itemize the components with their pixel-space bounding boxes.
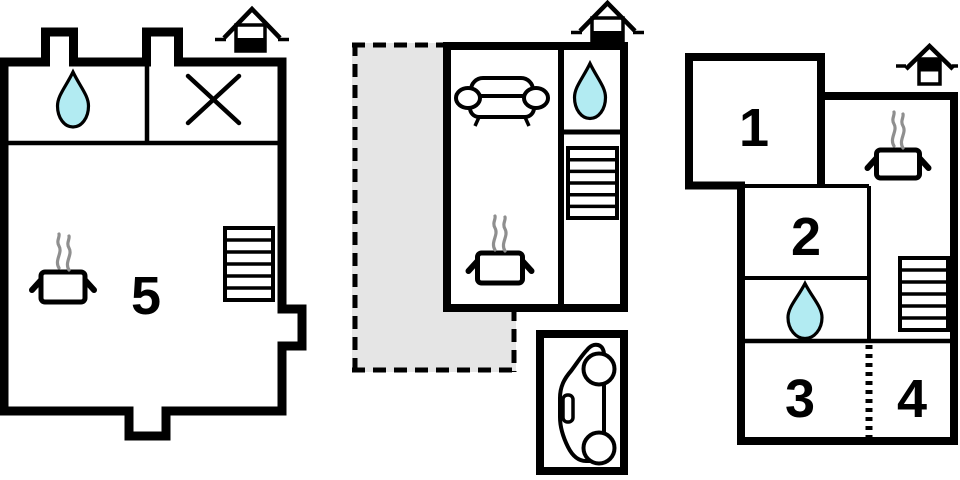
stairs-icon	[898, 256, 950, 332]
crossed-out-icon	[185, 73, 242, 126]
terrace-area	[352, 42, 517, 373]
room-5-label: 5	[131, 266, 161, 326]
garage	[536, 330, 628, 475]
car-icon	[558, 342, 617, 466]
annex-outer-walls	[0, 27, 307, 441]
annex-room-dividers	[8, 64, 278, 146]
building-annex-ground-floor: 5	[0, 5, 307, 441]
upper-floor-icon	[896, 42, 958, 86]
terrace-fill	[352, 43, 516, 372]
water-drop-icon	[55, 68, 91, 129]
building-main-ground-floor	[443, 0, 644, 312]
cooking-pot-icon	[864, 110, 932, 181]
ground-floor-icon	[215, 5, 289, 53]
room-1-label: 1	[739, 98, 769, 158]
stairs-icon	[566, 146, 619, 220]
main-ground-room-dividers	[558, 50, 622, 304]
sofa-icon	[454, 76, 550, 127]
terrace-dashed-border	[352, 42, 517, 373]
steam-icon	[55, 232, 72, 272]
water-drop-icon	[786, 280, 824, 341]
water-drop-icon	[572, 59, 608, 121]
building-main-upper-floor: 1 2 3 4	[685, 42, 958, 445]
cooking-pot-icon	[29, 232, 97, 305]
room-3-label: 3	[785, 369, 815, 429]
cooking-pot-icon	[465, 214, 535, 286]
steam-icon	[890, 110, 906, 150]
room-2-label: 2	[791, 207, 821, 267]
stairs-icon	[223, 226, 275, 302]
steam-icon	[491, 214, 508, 253]
ground-floor-icon	[571, 0, 644, 46]
room-4-label: 4	[897, 369, 927, 429]
main-upper-room-dividers	[741, 94, 950, 438]
